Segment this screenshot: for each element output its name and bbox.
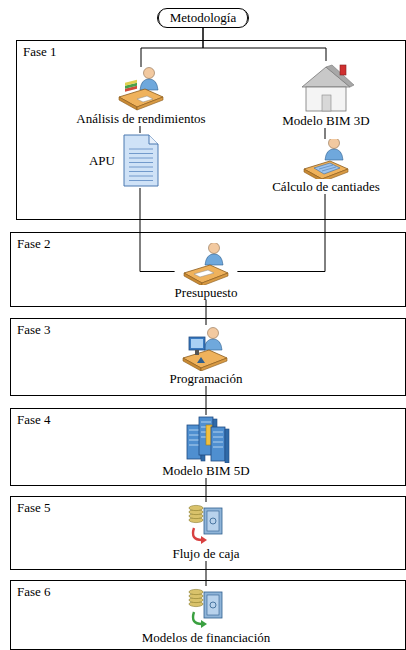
step-icon [302,139,350,179]
step-label: Presupuesto [175,285,238,300]
phase-box: Fase 2 Presupuesto [10,232,406,307]
process-step: Flujo de caja [172,502,239,561]
connector [140,126,141,133]
step-label: Metodología [170,10,236,26]
step-icon [186,586,226,630]
process-step: Presupuesto [175,243,238,300]
phase-title: Fase 6 [17,584,51,599]
phase-title: Fase 5 [17,500,51,515]
connector [206,478,207,502]
step-label: Flujo de caja [172,546,239,561]
connector [141,28,203,67]
step-label: Modelo BIM 3D [282,113,369,128]
step-label: Cálculo de cantiades [272,179,380,194]
connector [206,386,207,415]
process-step: APU [89,133,161,188]
start-terminal: Metodología [157,8,249,28]
step-label: Programación [170,371,243,386]
step-icon [117,67,165,111]
phase-box: Fase 3 Programación [10,318,406,396]
connector [206,561,207,586]
process-step: Análisis de rendimientos [76,67,205,126]
connector [206,300,207,325]
step-icon [181,415,231,463]
phase-box: Fase 5 Flujo de caja [10,496,406,570]
process-step: Modelo BIM 3D [282,61,369,128]
step-label: APU [89,153,115,168]
phase-box: Fase 6 Modelos de financiación [10,580,406,650]
connector [325,128,326,139]
step-icon [121,133,161,188]
connector [203,28,326,61]
step-icon [181,325,231,371]
phase-title: Fase 3 [17,322,51,337]
phase-title: Fase 1 [23,44,57,59]
phase-title: Fase 2 [17,236,51,251]
process-step: Programación [170,325,243,386]
step-label: Modelos de financiación [142,630,271,645]
step-icon [186,502,226,546]
phase-box: Fase 4 Modelo BIM 5D [10,408,406,486]
phase-box: Fase 1 Análisis de rendimientos Modelo BIM… [16,40,406,220]
step-icon [178,243,234,285]
process-step: Modelos de financiación [142,586,271,645]
connector [140,188,175,272]
process-step: Modelo BIM 5D [162,415,249,478]
step-label: Modelo BIM 5D [162,463,249,478]
step-icon [296,61,356,113]
phase-title: Fase 4 [17,412,51,427]
process-step: Cálculo de cantiades [272,139,380,194]
step-label: Análisis de rendimientos [76,111,205,126]
